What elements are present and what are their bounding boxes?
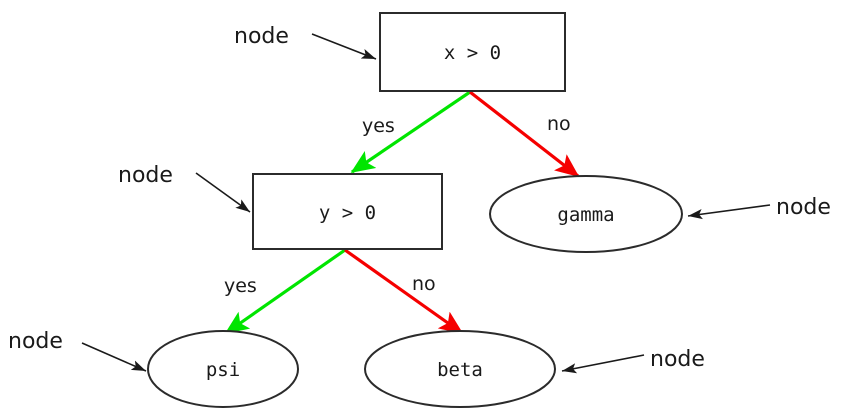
edge-label-second-no: no: [412, 273, 436, 295]
annotations-group: node node node node node: [8, 24, 831, 374]
annotation-beta-leader: [561, 354, 645, 374]
edge-label-second-yes: yes: [224, 275, 257, 297]
annotation-root: node: [234, 24, 377, 60]
node-beta[interactable]: beta: [364, 330, 556, 408]
node-gamma[interactable]: gamma: [489, 175, 683, 253]
node-second-label: y > 0: [319, 202, 376, 224]
edge-labels-group: yes no yes no: [224, 113, 571, 297]
annotation-psi-leader: [81, 342, 147, 372]
edge-second-yes[interactable]: [224, 248, 346, 335]
edge-label-root-no: no: [547, 113, 571, 135]
node-gamma-label: gamma: [557, 204, 614, 226]
annotation-root-leader: [311, 33, 377, 60]
edge-label-root-yes: yes: [362, 115, 395, 137]
annotation-gamma-leader: [687, 204, 771, 220]
edges-group: [224, 90, 580, 335]
node-beta-label: beta: [437, 359, 483, 381]
annotation-second: node: [118, 163, 251, 213]
annotation-psi: node: [8, 329, 147, 372]
annotation-gamma: node: [687, 195, 831, 220]
annotation-second-leader: [195, 172, 251, 213]
node-psi-label: psi: [206, 359, 240, 381]
annotation-psi-label: node: [8, 329, 63, 354]
node-second[interactable]: y > 0: [252, 173, 443, 250]
node-second-rect[interactable]: [252, 173, 443, 250]
node-psi[interactable]: psi: [147, 330, 299, 408]
node-beta-ellipse[interactable]: [364, 330, 556, 408]
node-root[interactable]: x > 0: [379, 12, 566, 92]
annotation-beta-label: node: [650, 347, 705, 372]
node-root-label: x > 0: [444, 42, 501, 64]
node-psi-ellipse[interactable]: [147, 330, 299, 408]
edge-root-no[interactable]: [469, 90, 580, 178]
annotation-gamma-label: node: [776, 195, 831, 220]
edge-root-yes[interactable]: [350, 90, 471, 174]
node-root-rect[interactable]: [379, 12, 566, 92]
node-gamma-ellipse[interactable]: [489, 175, 683, 253]
edge-second-no[interactable]: [344, 248, 464, 335]
annotation-root-label: node: [234, 24, 289, 49]
annotation-second-label: node: [118, 163, 173, 188]
annotation-beta: node: [561, 347, 705, 374]
